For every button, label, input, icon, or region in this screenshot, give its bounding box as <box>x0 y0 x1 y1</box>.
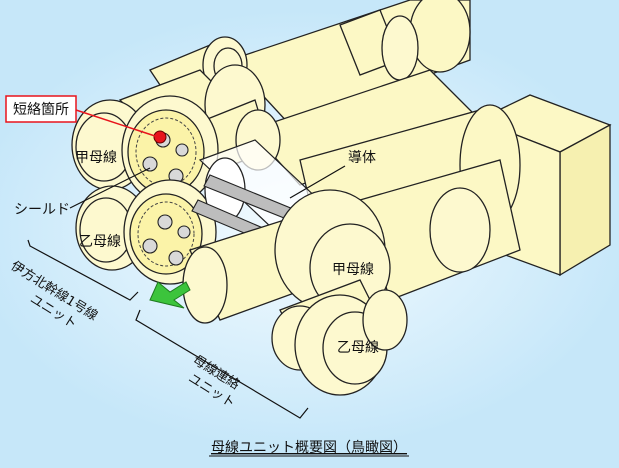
otsu-bus-left-label: 乙母線 <box>79 234 121 250</box>
left-upper-flange <box>71 95 219 205</box>
fault-marker <box>153 130 167 144</box>
conductor-leader-line <box>289 165 346 199</box>
shield-label: シールド <box>14 202 70 218</box>
left-upper-conductors <box>142 130 189 184</box>
box-housing <box>476 94 612 277</box>
link-unit-bracket <box>135 309 309 419</box>
ko-bus-right-label: 甲母線 <box>332 262 374 278</box>
otsu-bus-right-label: 乙母線 <box>337 340 379 356</box>
back-upper-pipe <box>228 0 471 126</box>
short-point-label: 短絡箇所 <box>13 101 69 118</box>
right-front-assembly <box>182 159 521 396</box>
diagram-caption: 母線ユニット概要図（鳥瞰図） <box>211 440 407 456</box>
shield-leader-line <box>69 167 151 209</box>
conductor-label: 導体 <box>348 150 376 166</box>
view-direction-arrow <box>149 281 191 309</box>
unit-name-bracket <box>27 239 139 301</box>
short-point-callout: 短絡箇所 <box>5 95 156 137</box>
otsu-bus-left-face <box>129 193 203 275</box>
ko-bus-left-label: 甲母線 <box>75 150 117 166</box>
